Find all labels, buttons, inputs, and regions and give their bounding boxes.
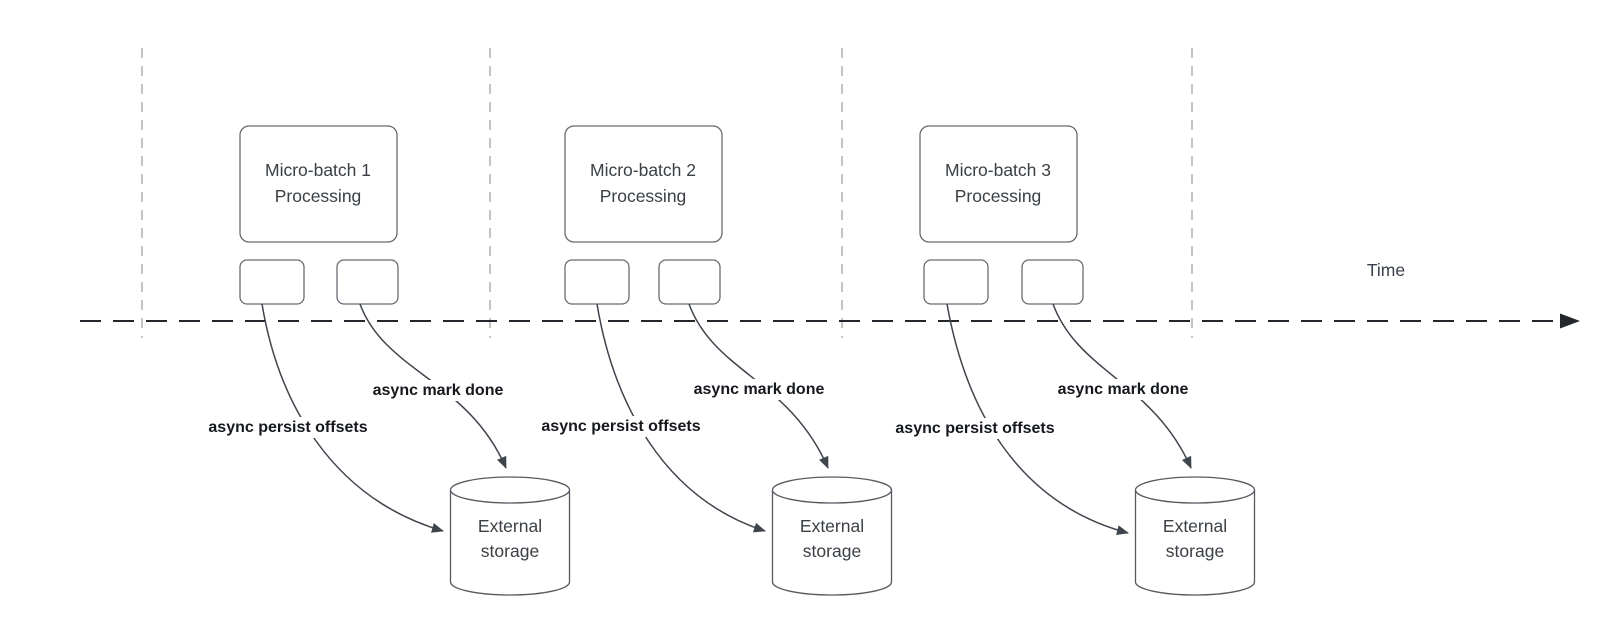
mark-done-label: async mark done xyxy=(1053,379,1193,400)
micro-batch-2-box xyxy=(564,125,723,243)
storage-line-1: External xyxy=(477,516,543,536)
storage-line-2: storage xyxy=(802,541,862,561)
title-line-2: Processing xyxy=(954,186,1042,206)
timeline-arrowhead-icon xyxy=(1560,313,1580,329)
mark-done-label: async mark done xyxy=(689,379,829,400)
micro-batch-2-title: Micro-batch 2 Processing xyxy=(590,157,696,209)
persist-offsets-label: async persist offsets xyxy=(204,417,372,438)
small-box-right xyxy=(658,259,721,305)
storage-line-1: External xyxy=(799,516,865,536)
small-box-left xyxy=(564,259,630,305)
mark-done-arrow xyxy=(688,303,829,469)
title-line-1: Micro-batch 1 xyxy=(264,160,372,180)
persist-offsets-label: async persist offsets xyxy=(537,416,705,437)
storage-cylinder-body xyxy=(1134,490,1256,596)
mark-done-arrow xyxy=(359,303,507,469)
micro-batch-3-title: Micro-batch 3 Processing xyxy=(945,157,1051,209)
persist-offsets-arrow xyxy=(946,303,1129,536)
storage-cylinder-body xyxy=(771,490,893,596)
mark-done-label: async mark done xyxy=(368,380,508,401)
persist-offsets-label: async persist offsets xyxy=(891,418,1059,439)
persist-offsets-arrow xyxy=(596,303,766,533)
external-storage-label: External storage xyxy=(478,514,542,564)
time-axis-label: Time xyxy=(1366,260,1406,280)
small-box-left xyxy=(239,259,305,305)
storage-line-2: storage xyxy=(480,541,540,561)
micro-batch-1-box xyxy=(239,125,398,243)
storage-line-1: External xyxy=(1162,516,1228,536)
small-box-right xyxy=(1021,259,1084,305)
title-line-1: Micro-batch 2 xyxy=(589,160,697,180)
storage-cylinder-body xyxy=(449,490,571,596)
title-line-1: Micro-batch 3 xyxy=(944,160,1052,180)
title-line-2: Processing xyxy=(599,186,687,206)
storage-line-2: storage xyxy=(1165,541,1225,561)
micro-batch-3-box xyxy=(919,125,1078,243)
storage-cylinder-top xyxy=(449,476,571,504)
micro-batch-1-title: Micro-batch 1 Processing xyxy=(265,157,371,209)
persist-offsets-arrow xyxy=(261,303,444,533)
small-box-left xyxy=(923,259,989,305)
external-storage-label: External storage xyxy=(1163,514,1227,564)
storage-cylinder-top xyxy=(771,476,893,504)
small-box-right xyxy=(336,259,399,305)
title-line-2: Processing xyxy=(274,186,362,206)
storage-cylinder-top xyxy=(1134,476,1256,504)
external-storage-label: External storage xyxy=(800,514,864,564)
